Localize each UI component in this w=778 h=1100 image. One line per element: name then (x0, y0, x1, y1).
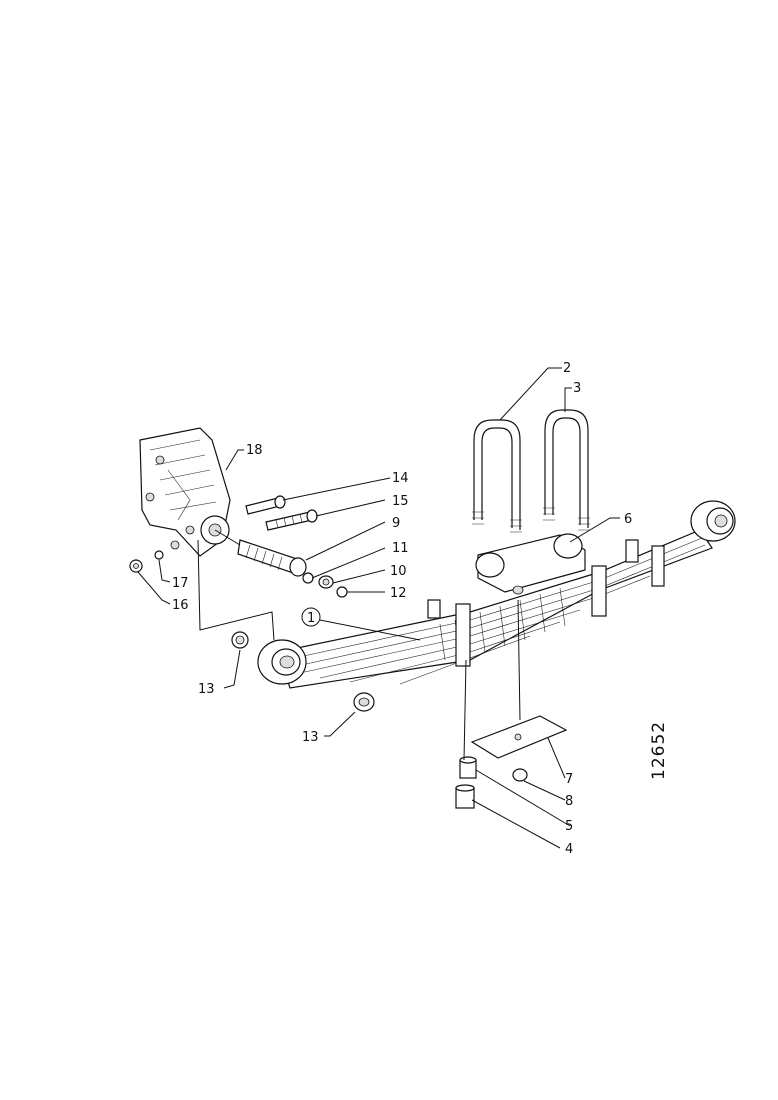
callout-16: 16 (172, 598, 189, 613)
callout-9: 9 (392, 516, 400, 531)
leaf-spring-pack (257, 500, 736, 689)
callout-2: 2 (563, 361, 571, 376)
callout-13-front: 13 (198, 682, 215, 697)
callout-14: 14 (392, 471, 409, 486)
callout-5: 5 (565, 819, 573, 834)
spring-plate-7 (470, 715, 568, 759)
callout-17: 17 (172, 576, 189, 591)
callout-7: 7 (565, 772, 573, 787)
pin-9 (237, 539, 307, 577)
u-bolt-rear (543, 409, 590, 531)
bushing-13-lower (353, 692, 375, 712)
callout-8: 8 (565, 794, 573, 809)
washer-17 (154, 550, 164, 560)
callout-6: 6 (624, 512, 632, 527)
nut-10 (318, 575, 334, 589)
nut-5 (459, 756, 477, 779)
callout-18: 18 (246, 443, 263, 458)
callout-12: 12 (390, 586, 407, 601)
nut-16 (129, 559, 143, 573)
callout-1: 1 (307, 611, 315, 626)
spring-hanger-bracket (139, 427, 231, 557)
callout-10: 10 (390, 564, 407, 579)
washer-8 (512, 768, 528, 782)
nut-4 (455, 784, 475, 809)
drawing-reference-number: 12652 (649, 721, 669, 780)
washer-11 (302, 572, 314, 584)
callout-11: 11 (392, 541, 409, 556)
bolt-14 (245, 495, 286, 515)
bushing-13-front (231, 631, 249, 649)
callout-13-lower: 13 (302, 730, 319, 745)
u-bolt-front (472, 419, 522, 533)
assembly-lines (197, 529, 521, 761)
nut-12 (336, 586, 348, 598)
bolt-15 (265, 509, 318, 531)
callout-15: 15 (392, 494, 409, 509)
spring-saddle (475, 533, 586, 595)
callout-3: 3 (573, 381, 581, 396)
leader-lines (137, 367, 620, 849)
callout-4: 4 (565, 842, 573, 857)
